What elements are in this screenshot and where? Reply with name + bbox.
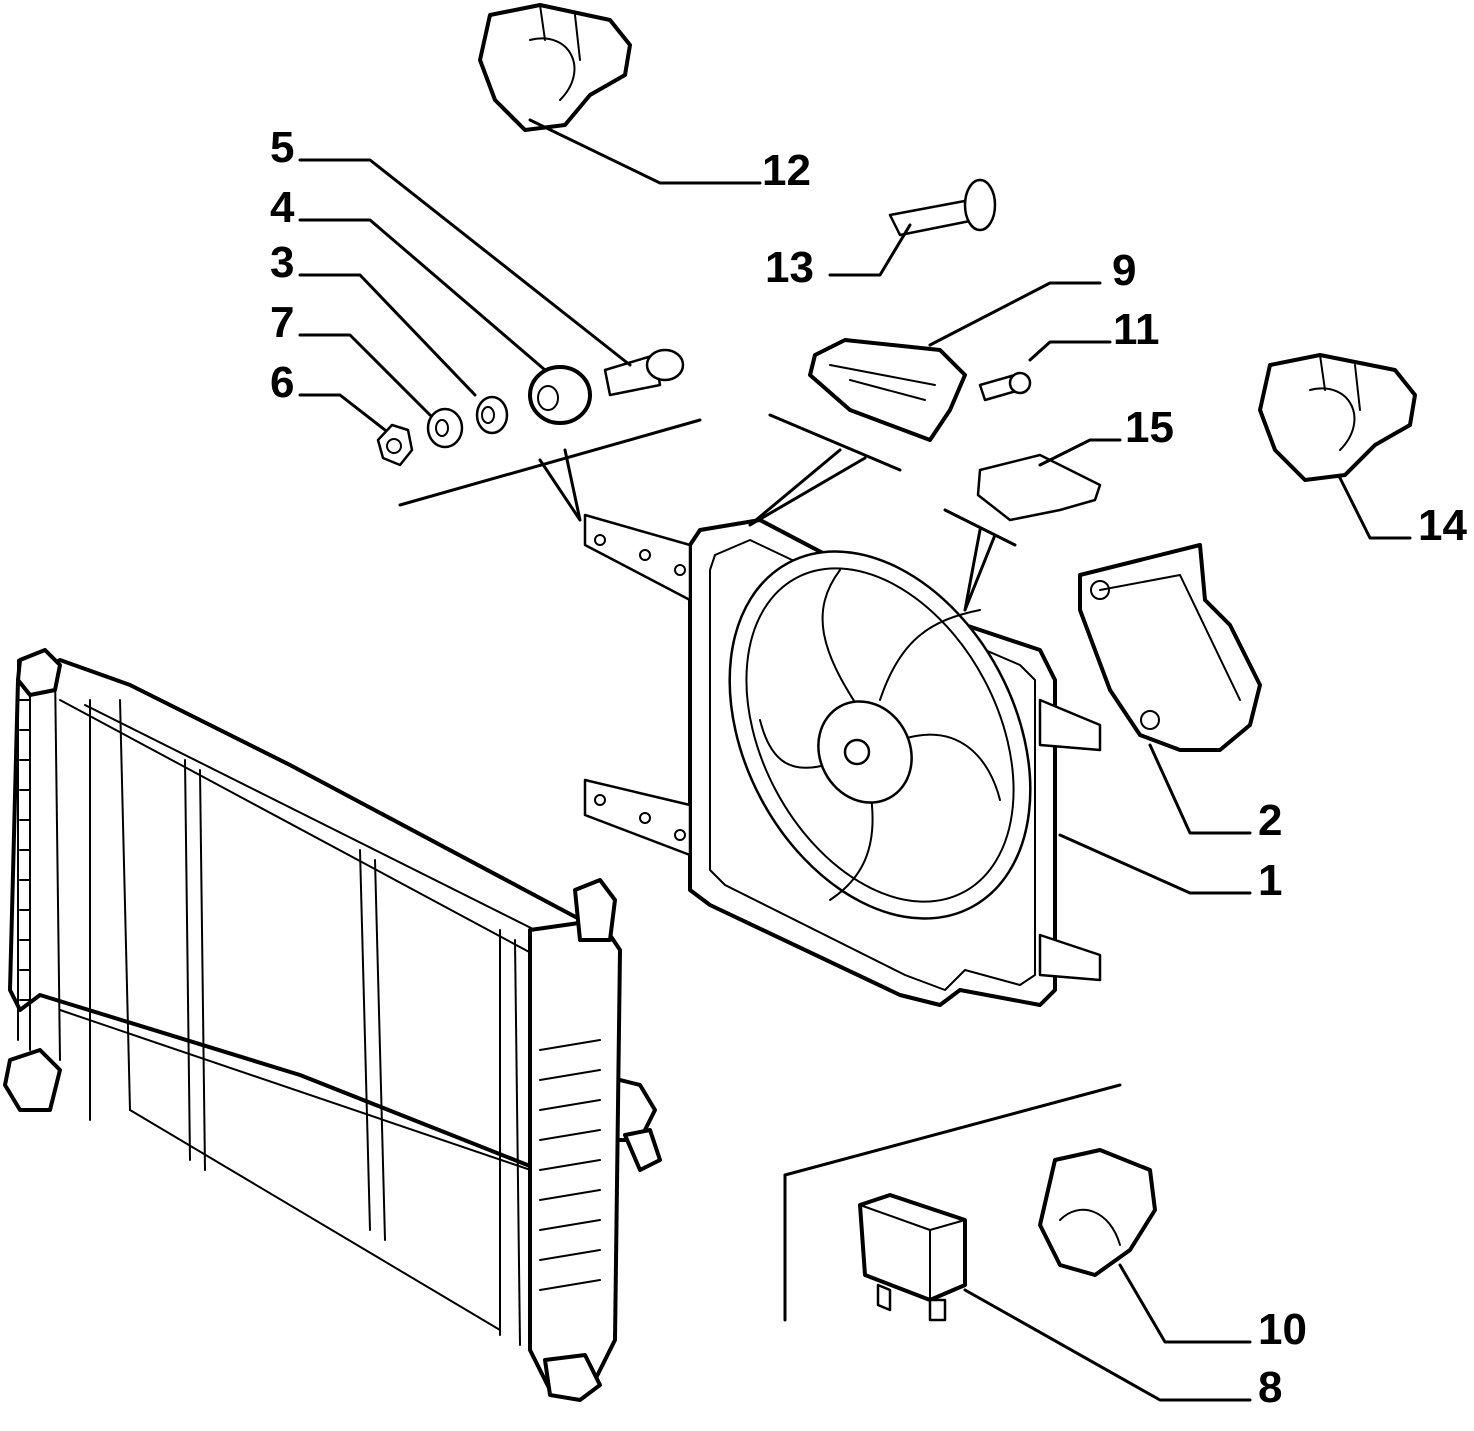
washer-7 — [426, 407, 464, 449]
hose-clip-14 — [1258, 353, 1417, 482]
callout-4: 4 — [270, 183, 295, 232]
callout-6: 6 — [270, 358, 294, 407]
bolt-5 — [603, 348, 685, 397]
callout-1: 1 — [1258, 856, 1282, 905]
motor-cover-plate — [1078, 543, 1262, 752]
callout-14: 14 — [1418, 501, 1467, 550]
hose-clip-12 — [478, 3, 632, 132]
callout-11: 11 — [1113, 305, 1160, 354]
bushing-3 — [475, 395, 509, 435]
callout-3: 3 — [270, 238, 294, 287]
callout-5: 5 — [270, 123, 294, 172]
callout-labels: 12 5 4 3 7 6 13 9 11 15 14 2 1 10 8 — [270, 123, 1467, 1412]
callout-2: 2 — [1258, 796, 1282, 845]
screw-11 — [978, 371, 1032, 402]
leader-lines — [298, 118, 1412, 1402]
grommet-4 — [528, 365, 592, 425]
callout-8: 8 — [1258, 1363, 1282, 1412]
callout-12: 12 — [762, 146, 811, 195]
relay-8 — [858, 1193, 967, 1322]
callout-15: 15 — [1125, 403, 1174, 452]
callout-9: 9 — [1112, 246, 1136, 295]
callout-13: 13 — [765, 243, 814, 292]
relay-clip-10 — [1038, 1148, 1157, 1277]
fan-shroud-assembly — [583, 513, 1102, 1007]
resistor-9 — [808, 338, 967, 442]
screw-13 — [888, 178, 997, 237]
nut-6 — [376, 423, 414, 467]
callout-10: 10 — [1258, 1305, 1307, 1354]
radiator — [3, 648, 662, 1402]
callout-7: 7 — [270, 298, 294, 347]
